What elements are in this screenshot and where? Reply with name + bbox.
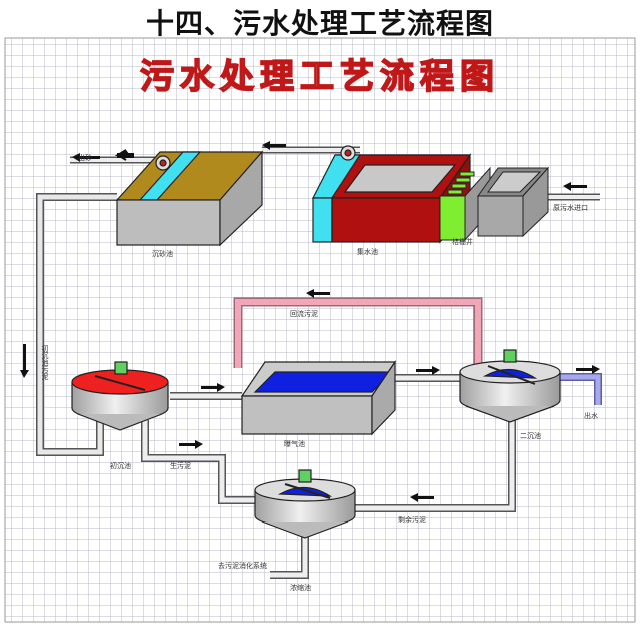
banner-title: 污水处理工艺流程图: [140, 57, 500, 97]
arrow-right-icon: [416, 366, 440, 375]
arrow-right-icon: [576, 365, 600, 374]
primary-clarifier: [71, 361, 169, 431]
label-to-digestion: 去污泥消化系统: [218, 561, 267, 570]
arrow-left-icon: [306, 289, 330, 298]
label-grit-chamber: 沉砂池: [152, 249, 173, 258]
motor-icon: [503, 349, 517, 363]
motor-icon: [298, 469, 312, 483]
label-return-sludge: 回流污泥: [290, 309, 318, 318]
arrow-left-icon: [410, 493, 434, 502]
label-grit-outlet: 出砂: [78, 153, 92, 162]
label-collection-tank: 集水池: [357, 247, 378, 256]
arrow-left-icon: [114, 149, 134, 161]
arrow-down-icon: [20, 344, 29, 378]
arrow-right-icon: [179, 440, 203, 449]
arrow-left-icon: [563, 182, 587, 191]
label-thickener: 浓缩池: [290, 583, 311, 592]
label-raw-sludge: 生污泥: [170, 461, 191, 470]
thickener: [254, 469, 356, 539]
pipes: [36, 146, 602, 579]
label-secondary-clarifier: 二沉池: [520, 431, 541, 440]
diagram-frame: [4, 37, 636, 623]
label-screen-well: 格栅井: [452, 237, 473, 246]
aeration-tank: [240, 360, 397, 436]
arrow-left-icon: [262, 141, 286, 150]
grit-chamber: [115, 150, 264, 247]
label-aeration-tank: 曝气池: [284, 439, 305, 448]
page-title: 十四、污水处理工艺流程图: [145, 7, 494, 40]
label-effluent: 出水: [584, 411, 598, 420]
label-primary-clarifier: 初沉池: [110, 461, 131, 470]
secondary-clarifier: [459, 349, 561, 423]
label-excess-sludge: 剩余污泥: [398, 515, 426, 524]
screen-well: [439, 166, 550, 242]
label-raw-inlet: 原污水进口: [553, 203, 588, 212]
motor-icon: [114, 361, 128, 375]
label-left-pipe: 初沉池污泥: [41, 344, 49, 381]
arrow-right-icon: [201, 383, 225, 392]
flow-arrows: [20, 141, 600, 502]
